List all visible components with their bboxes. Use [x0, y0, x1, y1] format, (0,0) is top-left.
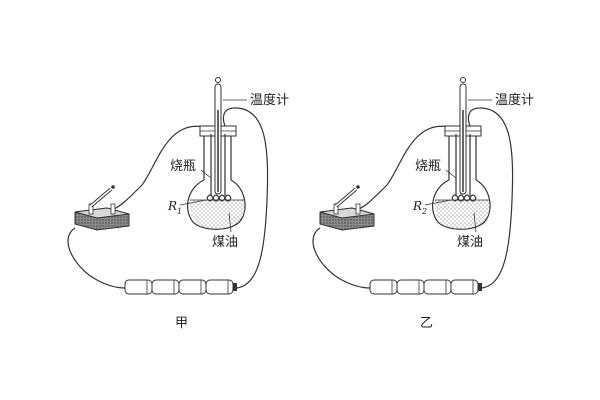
thermometer-label-right: 温度计 — [495, 92, 534, 108]
flask-label-left: 烧瓶 — [170, 159, 196, 174]
thermometer-label-left: 温度计 — [250, 92, 289, 108]
caption-jia: 甲 — [175, 316, 188, 331]
kerosene-label-right: 煤油 — [457, 235, 483, 250]
kerosene-label-left: 煤油 — [212, 235, 238, 250]
setup-jia — [66, 75, 270, 296]
flask-label-right: 烧瓶 — [415, 159, 441, 174]
resistor-label-left: R1 — [167, 199, 182, 216]
setup-yi — [311, 75, 515, 296]
resistor-label-right: R2 — [412, 199, 427, 216]
caption-yi: 乙 — [420, 316, 433, 331]
